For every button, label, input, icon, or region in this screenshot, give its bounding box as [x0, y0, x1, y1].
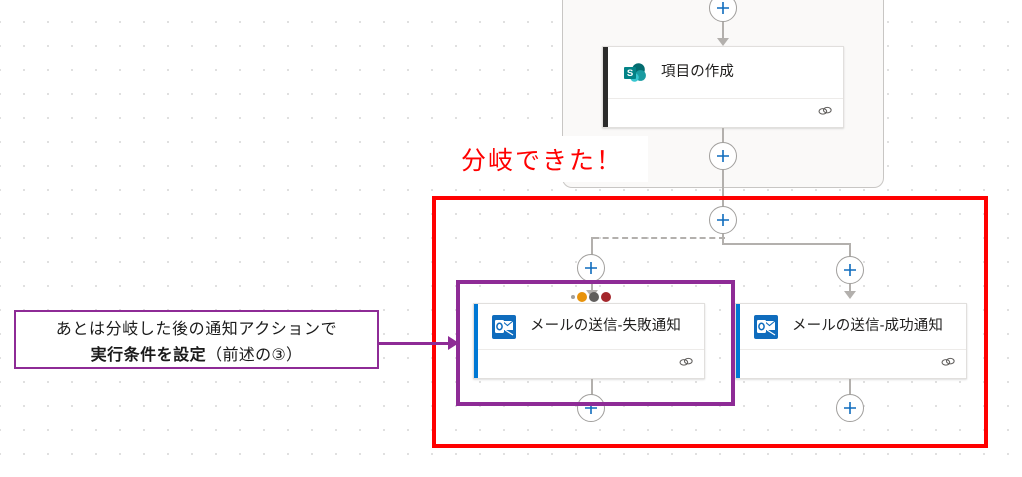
action-card-send-email-success[interactable]: メールの送信-成功通知 [735, 303, 967, 379]
card-header: メールの送信-成功通知 [736, 304, 966, 349]
annotation-callout-line2-bold: 実行条件を設定 [90, 346, 207, 364]
add-step-below-failure[interactable] [577, 394, 605, 422]
action-card-send-email-failure[interactable]: メールの送信-失敗通知 [473, 303, 705, 379]
connector-below-failure [591, 379, 593, 395]
run-after-dot-timedout [577, 292, 587, 302]
add-step-branch-root[interactable] [709, 206, 737, 234]
card-title: メールの送信-失敗通知 [530, 317, 681, 334]
add-step-top[interactable] [709, 0, 737, 22]
run-after-dot-failed [601, 292, 611, 302]
action-card-sharepoint-create-item[interactable]: S 項目の作成 [602, 46, 844, 128]
connector-scope-exit [722, 170, 724, 207]
annotation-red-caption-text: 分岐できた！ [460, 147, 623, 175]
connector-right-plus-to-card [849, 284, 851, 296]
add-step-left-branch[interactable] [577, 254, 605, 282]
link-icon[interactable] [678, 355, 694, 374]
connector-arrowhead-success [844, 291, 856, 299]
card-accent-bar [603, 47, 608, 127]
card-accent-bar [736, 304, 740, 378]
annotation-callout-line2: 実行条件を設定（前述の③） [91, 341, 303, 365]
card-footer [603, 98, 843, 127]
annotation-callout-line1: あとは分岐した後の通知アクションで [55, 320, 338, 338]
card-footer [474, 349, 704, 378]
connector-arrowhead-sharepoint [717, 38, 729, 46]
annotation-callout-line2-rest: （前述の③） [206, 346, 303, 364]
card-header: メールの送信-失敗通知 [474, 304, 704, 349]
connector-branch-left-down [591, 237, 593, 257]
card-accent-bar [474, 304, 478, 378]
annotation-red-caption: 分岐できた！ [436, 136, 648, 182]
connector-branch-left-dashed [593, 237, 725, 239]
connector-below-success [849, 379, 851, 395]
link-icon[interactable] [940, 355, 956, 374]
connector-top-to-sharepoint [722, 14, 724, 44]
outlook-icon [752, 313, 780, 341]
run-after-dot-skipped-2 [589, 292, 599, 302]
sharepoint-icon: S [621, 59, 649, 87]
card-title: 項目の作成 [661, 63, 734, 80]
connector-branch-right-stub [722, 234, 724, 244]
run-after-dot-skipped [571, 295, 575, 299]
card-footer [736, 349, 966, 378]
run-after-status-dots[interactable] [571, 292, 611, 302]
connector-branch-right-horizontal [722, 243, 850, 245]
card-header: S 項目の作成 [603, 47, 843, 98]
annotation-callout-arrow-line [379, 342, 451, 345]
annotation-callout-arrow-head [448, 336, 459, 350]
connector-left-plus-to-card [591, 282, 593, 294]
svg-text:S: S [627, 68, 633, 79]
link-icon[interactable] [817, 104, 833, 123]
add-step-after-sharepoint[interactable] [709, 142, 737, 170]
add-step-right-branch[interactable] [836, 256, 864, 284]
connector-sharepoint-down [722, 128, 724, 143]
add-step-below-success[interactable] [836, 394, 864, 422]
outlook-icon [490, 313, 518, 341]
connector-branch-right-down [849, 243, 851, 259]
card-title: メールの送信-成功通知 [792, 317, 943, 334]
annotation-callout-box: あとは分岐した後の通知アクションで 実行条件を設定（前述の③） [14, 310, 379, 369]
